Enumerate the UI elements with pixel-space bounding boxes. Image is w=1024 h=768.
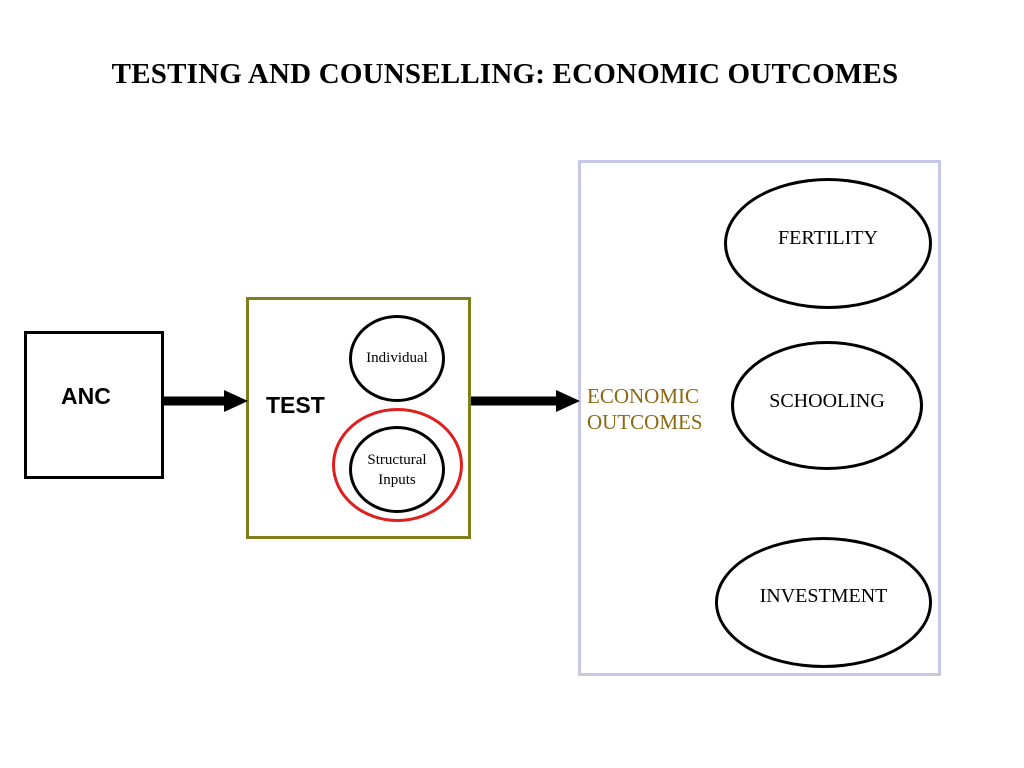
structural-inputs-label: Structural Inputs bbox=[367, 451, 427, 488]
arrow-test-to-outcomes-head bbox=[556, 390, 580, 412]
anc-label: ANC bbox=[61, 383, 111, 409]
fertility-node: FERTILITY bbox=[724, 178, 932, 309]
arrow-anc-to-test-head bbox=[224, 390, 248, 412]
structural-inputs-highlight-ring bbox=[332, 408, 463, 522]
arrow-test-to-outcomes bbox=[471, 390, 580, 412]
slide-title: TESTING AND COUNSELLING: ECONOMIC OUTCOM… bbox=[111, 58, 899, 90]
test-box bbox=[246, 297, 471, 539]
structural-inputs-node: Structural Inputs bbox=[349, 426, 445, 513]
schooling-label: SCHOOLING bbox=[769, 390, 885, 412]
individual-node: Individual bbox=[349, 315, 445, 402]
investment-label: INVESTMENT bbox=[759, 585, 888, 607]
individual-label: Individual bbox=[366, 350, 428, 366]
arrow-anc-to-test bbox=[164, 390, 248, 412]
fertility-label: FERTILITY bbox=[778, 227, 878, 249]
economic-outcomes-box bbox=[578, 160, 941, 676]
anc-box bbox=[24, 331, 164, 479]
schooling-node: SCHOOLING bbox=[731, 341, 923, 470]
economic-outcomes-label: ECONOMIC OUTCOMES bbox=[587, 384, 703, 434]
investment-node: INVESTMENT bbox=[715, 537, 932, 668]
test-label: TEST bbox=[266, 392, 325, 418]
